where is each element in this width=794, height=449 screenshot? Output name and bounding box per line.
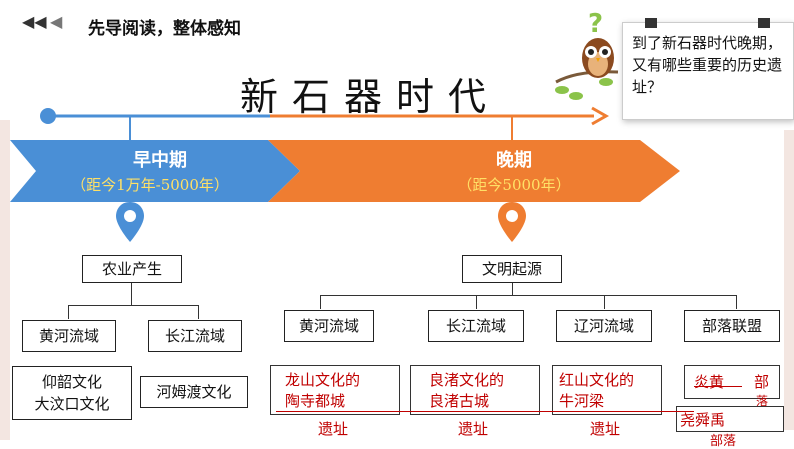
early-branch-right-line <box>198 305 199 319</box>
site-yaoshunyu-buluo: 部落 <box>710 434 737 449</box>
question-bubble <box>622 22 794 120</box>
late-region-liao-river: 辽河流域 <box>556 310 652 342</box>
site-dawenkou: 大汶口文化 <box>34 395 110 413</box>
late-branch-line-4 <box>736 295 737 309</box>
site-yanhuang-luo: 落 <box>756 394 769 408</box>
late-region-yellow-river: 黄河流域 <box>284 310 374 342</box>
late-stage-sub: （距今5000年） <box>457 176 571 194</box>
site-longshan-line-1: 龙山文化的 <box>285 371 361 389</box>
early-stage-label: 早中期 <box>133 150 187 171</box>
site-hongshan-line-3: 遗址 <box>590 420 621 438</box>
late-site-box-liangzhu: 良渚文化的 良渚古城 <box>410 365 540 415</box>
early-region-yangtze: 长江流域 <box>148 320 242 352</box>
late-region-tribal-alliance: 部落联盟 <box>684 310 780 342</box>
early-site-box-1: 仰韶文化 大汶口文化 <box>12 366 132 420</box>
site-yangshao: 仰韶文化 <box>41 373 102 391</box>
red-underline-2 <box>394 411 694 412</box>
site-liangzhu-line-2: 良渚古城 <box>429 392 490 410</box>
late-stage-arrow <box>268 140 680 202</box>
late-branch-line-3 <box>604 295 605 309</box>
site-yanhuang-bu: 部 <box>754 373 770 391</box>
header-title: 先导阅读，整体感知 <box>88 19 241 39</box>
site-yaoshunyu: 尧舜禹 <box>680 411 726 429</box>
question-text: 到了新石器时代晚期，又有哪些重要的历史遗址？ <box>632 34 783 96</box>
back-chevron-icon-2: ◀ <box>50 12 63 31</box>
timeline <box>40 106 610 140</box>
owl-question-icon: ? <box>555 10 619 100</box>
bubble-pin-left <box>645 18 657 28</box>
site-hongshan-line-2: 牛河梁 <box>559 392 605 410</box>
late-site-box-yaoshunyu <box>676 406 784 432</box>
late-trunk-line <box>512 283 513 295</box>
early-stage-sub: （距今1万年-5000年） <box>71 176 229 194</box>
late-stage-label: 晚期 <box>496 150 532 171</box>
early-branch-left-line <box>68 305 69 319</box>
bubble-pin-right <box>758 18 770 28</box>
early-pin-icon <box>116 202 144 242</box>
late-branch-line-2 <box>476 295 477 309</box>
svg-text:?: ? <box>588 10 603 39</box>
late-site-box-longshan: 龙山文化的 陶寺都城 <box>270 365 400 415</box>
site-longshan-line-2: 陶寺都城 <box>285 392 346 410</box>
late-site-box-alliance <box>684 365 780 399</box>
early-site-box-2: 河姆渡文化 <box>140 376 248 408</box>
era-title: 新石器时代 <box>240 75 501 119</box>
red-underline-yanhuang <box>694 386 742 387</box>
site-hongshan-line-1: 红山文化的 <box>559 371 635 389</box>
agriculture-box: 农业产生 <box>82 255 182 283</box>
right-side-decoration <box>784 130 794 430</box>
site-yanhuang: 炎黄 <box>694 373 725 391</box>
late-region-yangtze: 长江流域 <box>428 310 524 342</box>
early-region-yellow-river: 黄河流域 <box>22 320 116 352</box>
back-chevron-icon[interactable]: ◀◀ <box>22 12 47 31</box>
left-side-decoration <box>0 120 10 440</box>
early-stage-arrow <box>10 140 300 202</box>
red-underline-1 <box>276 411 394 412</box>
site-liangzhu-line-3: 遗址 <box>458 420 489 438</box>
early-trunk-line <box>131 283 132 305</box>
site-longshan-line-3: 遗址 <box>318 420 349 438</box>
late-branch-line <box>320 295 736 296</box>
late-pin-icon <box>498 202 526 242</box>
stage-arrows <box>10 140 680 202</box>
late-site-box-hongshan: 红山文化的 牛河梁 <box>552 365 662 415</box>
early-branch-line <box>68 305 198 306</box>
late-branch-line-1 <box>320 295 321 309</box>
site-liangzhu-line-1: 良渚文化的 <box>429 371 505 389</box>
civilization-box: 文明起源 <box>462 255 562 283</box>
